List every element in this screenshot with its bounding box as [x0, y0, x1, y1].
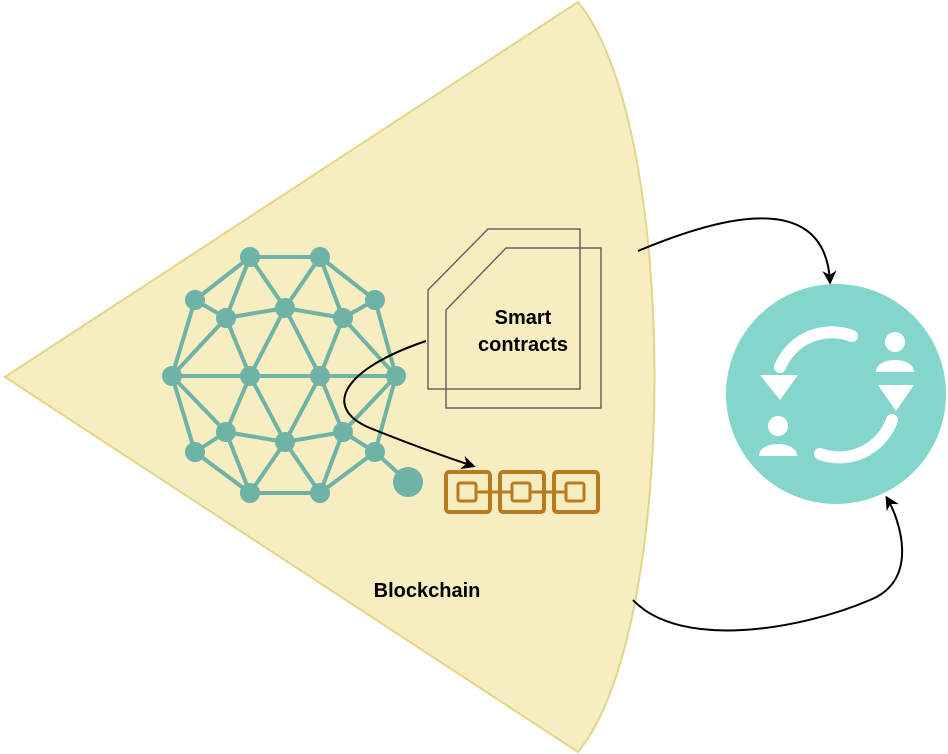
- exchange-circle: [726, 284, 946, 504]
- network-edge: [283, 307, 322, 377]
- arrow-exchange-to-blockchain: [632, 495, 904, 632]
- network-edge: [193, 255, 252, 302]
- chain-link-icon: [444, 470, 600, 514]
- network-edge: [283, 255, 322, 310]
- network-edge: [248, 307, 287, 377]
- network-edge: [170, 316, 228, 378]
- network-edge: [341, 374, 398, 434]
- network-edge: [224, 317, 252, 377]
- contract-document-back: [445, 247, 602, 409]
- network-node: [216, 308, 236, 328]
- document-icon: [427, 228, 602, 409]
- network-node: [310, 366, 330, 386]
- user-exchange-icon: [726, 284, 946, 504]
- network-node: [185, 290, 205, 310]
- network-edge: [248, 255, 287, 310]
- network-edge: [283, 375, 322, 443]
- network-edge: [283, 440, 322, 495]
- network-edge: [248, 440, 287, 495]
- smart-contracts-label-line-1: Smart: [495, 307, 552, 329]
- network-node: [310, 247, 330, 267]
- network-node: [275, 298, 295, 318]
- network-edge: [373, 299, 398, 377]
- network-edge: [248, 375, 287, 443]
- network-node: [240, 247, 260, 267]
- arrow-blockchain-to-exchange: [637, 217, 837, 285]
- blockchain-label: Blockchain: [374, 580, 481, 602]
- network-edge: [224, 256, 252, 319]
- network-edge: [224, 431, 252, 494]
- network-edge: [341, 316, 398, 378]
- network-node: [162, 366, 182, 386]
- network-edge: [318, 256, 345, 319]
- network-edge: [170, 374, 228, 434]
- network-node: [216, 422, 236, 442]
- network-node: [240, 483, 260, 503]
- geodesic-network-icon: [162, 247, 423, 503]
- arrow-contracts-to-chain: [343, 340, 476, 470]
- network-node: [185, 442, 205, 462]
- network-edge: [224, 375, 252, 433]
- network-edge: [318, 450, 377, 495]
- network-edge: [318, 255, 377, 302]
- network-edge: [193, 450, 252, 495]
- smart-contracts-label-line-2: contracts: [478, 334, 568, 356]
- network-edge: [373, 375, 398, 453]
- network-node: [240, 366, 260, 386]
- network-edge: [170, 375, 197, 453]
- network-node: [333, 422, 353, 442]
- network-edge: [318, 317, 345, 377]
- network-tail-node: [393, 467, 423, 497]
- network-node: [386, 366, 406, 386]
- network-edge: [318, 431, 345, 494]
- network-node: [310, 483, 330, 503]
- network-edge: [170, 299, 197, 377]
- network-node: [275, 432, 295, 452]
- network-node: [333, 308, 353, 328]
- contract-document-front: [427, 228, 581, 390]
- network-node: [365, 290, 385, 310]
- network-edge: [318, 375, 345, 433]
